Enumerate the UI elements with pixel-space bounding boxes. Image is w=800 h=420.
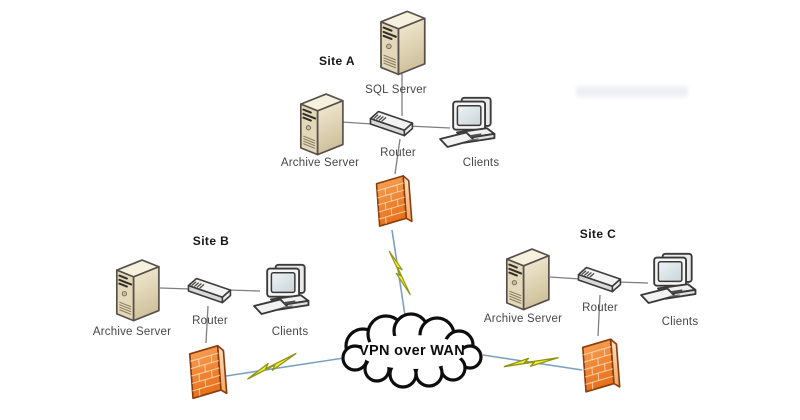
lan-links xyxy=(159,74,649,344)
lightning-bolt-icon xyxy=(503,348,559,377)
cloud-icon xyxy=(341,312,483,389)
lightning-bolt-icon xyxy=(388,248,411,298)
wan-link-site-b xyxy=(225,357,345,377)
faded-watermark xyxy=(576,86,688,97)
vpn-cloud-label: VPN over WAN xyxy=(359,343,465,359)
